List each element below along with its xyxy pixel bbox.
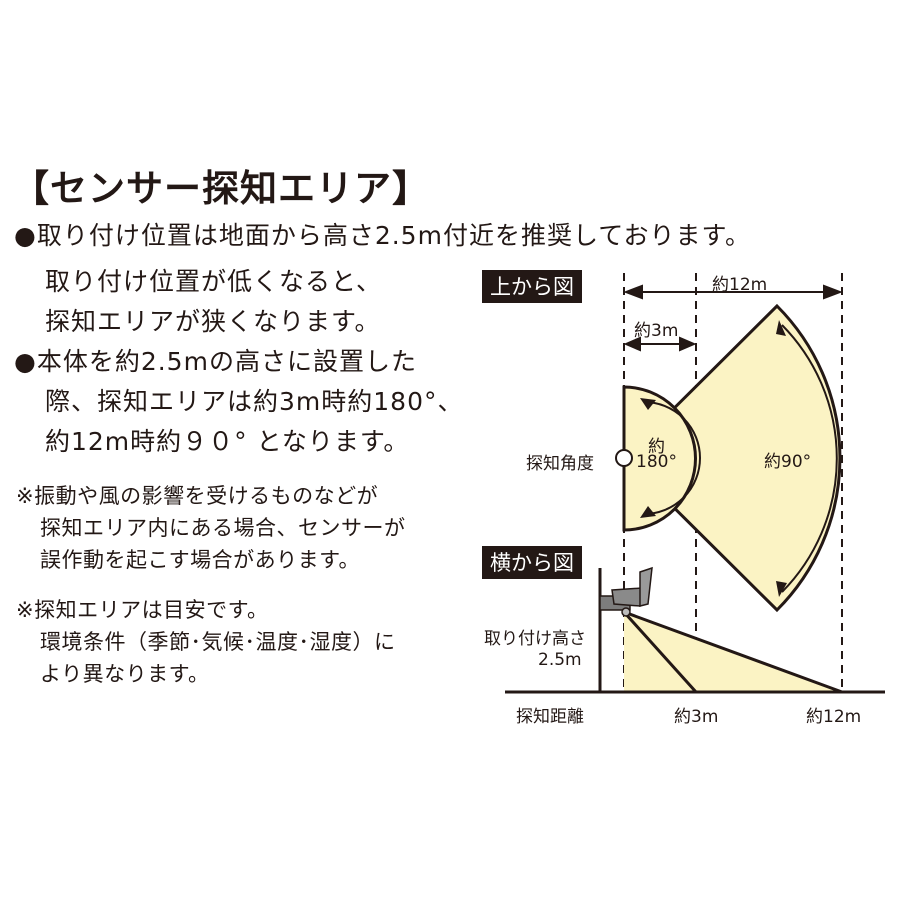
note-2-line-1: ※探知エリアは目安です。 [16,598,269,622]
detection-angle-label: 探知角度 [526,454,594,474]
page-title: 【センサー探知エリア】 [12,167,430,210]
sensor-light-device-icon [599,566,653,617]
detection-distance-label: 探知距離 [516,707,584,727]
bullet-2-line-1: ●本体を約2.5mの高さに設置した [14,347,417,376]
detection-zone-180 [622,385,697,532]
dimension-3m-arrow [623,336,697,352]
dimension-12m-arrow [623,284,843,300]
bullet-2-line-3: 約12m時約９０° となります。 [45,427,410,456]
note-1-line-2: 探知エリア内にある場合、センサーが [40,516,406,540]
mount-height-label: 取り付け高さ [484,629,586,649]
top-view-label: 上から図 [482,270,582,303]
angle-180-label-top: 約 [648,437,665,457]
tick-3m-label: 約3m [674,707,719,727]
angle-90-label: 約90° [764,452,812,472]
dimension-12m-label: 約12m [712,275,768,295]
angle-180-label-bottom: 180° [636,452,677,472]
note-2-line-3: より異なります。 [40,662,210,686]
dimension-3m-label: 約3m [634,321,679,341]
mount-height-value: 2.5m [538,650,582,670]
bullet-1-line-3: 探知エリアが狭くなります。 [45,307,381,336]
bullet-1-line-1: ●取り付け位置は地面から高さ2.5m付近を推奨しております。 [14,221,751,250]
side-view-label: 横から図 [482,546,582,579]
note-1-line-3: 誤作動を起こす場合があります。 [40,548,360,572]
note-2-line-2: 環境条件（季節･気候･温度･湿度）に [40,630,396,654]
bullet-2-line-2: 際、探知エリアは約3m時約180°、 [45,387,464,416]
sensor-position-icon [615,449,633,467]
tick-12m-label: 約12m [806,707,862,727]
bullet-1-line-2: 取り付け位置が低くなると、 [45,267,383,296]
detection-zone-90 [621,303,842,613]
note-1-line-1: ※振動や風の影響を受けるものなどが [16,484,379,508]
